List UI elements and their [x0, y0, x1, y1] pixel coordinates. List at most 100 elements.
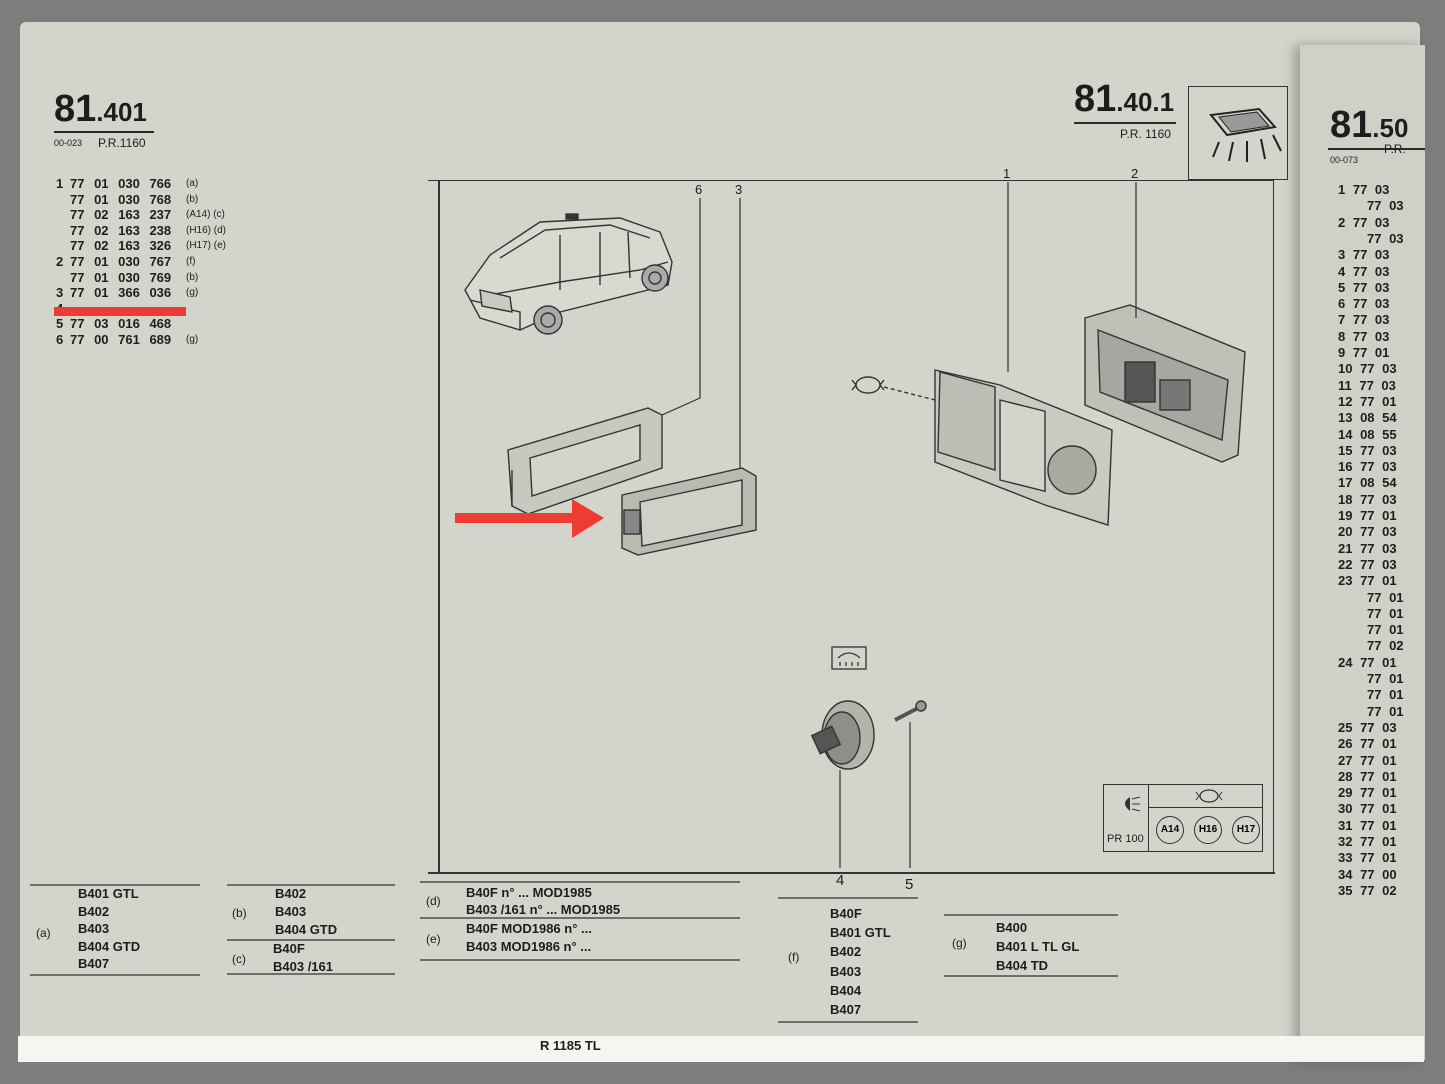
legend_f-row: B40F — [830, 906, 862, 921]
legend_b-row: B404 GTD — [275, 922, 338, 937]
red-highlight-bar — [54, 307, 186, 316]
next-page-entry: 27 77 01 — [1338, 752, 1397, 768]
legend_a-tag: (a) — [36, 926, 51, 940]
legend_a-row: B401 GTL — [78, 886, 139, 901]
next-page-entry: 14 08 55 — [1338, 426, 1397, 442]
legend_d-row: B403 /161 n° ... MOD1985 — [466, 902, 621, 917]
callout-5: 5 — [905, 876, 914, 893]
part-reference: 77 01 030 769 — [70, 269, 172, 285]
next-page-entry: 29 77 01 — [1338, 785, 1397, 801]
legend_a-row: B403 — [78, 921, 110, 936]
part-reference: 77 02 163 238 — [70, 222, 172, 238]
drawing-frame-bottom — [428, 872, 1275, 874]
legend_g-tag: (g) — [952, 936, 967, 950]
part-reference: 77 01 030 766 — [70, 176, 172, 191]
legend_g-row: B404 TD — [996, 958, 1049, 973]
switch-part-4 — [810, 700, 875, 770]
pr-options-box: PR 100 A14 H16 H17 — [1103, 784, 1263, 852]
legend_b-tag: (b) — [232, 906, 247, 920]
right-header-rule — [1074, 122, 1176, 124]
legend_e-row: B40F MOD1986 n° ... — [466, 921, 592, 936]
next-page-entry: 7 77 03 — [1338, 312, 1390, 328]
next-page-entry: 30 77 01 — [1338, 801, 1397, 817]
legend_c-tag: (c) — [232, 952, 246, 966]
part-note: (H16) (d) — [186, 224, 227, 236]
part-reference: 77 02 163 326 — [70, 238, 172, 254]
next-page-entry: 26 77 01 — [1338, 736, 1397, 752]
callout-6: 6 — [695, 182, 703, 197]
catalog-page — [20, 22, 1420, 1062]
callout-2: 2 — [1131, 166, 1139, 181]
next-page-entry: 6 77 03 — [1338, 296, 1390, 312]
next-page-entry: 18 77 03 — [1338, 491, 1397, 507]
code-h17: H17 — [1232, 816, 1260, 844]
left-header-rule — [54, 131, 154, 133]
next-page-entry: 77 01 — [1367, 605, 1404, 621]
next-page-entry: 77 01 — [1367, 622, 1404, 638]
lamp-body-part-1 — [934, 369, 1113, 526]
bulb-small-icon — [1195, 789, 1223, 803]
callout-1: 1 — [1003, 166, 1011, 181]
next-page-entry: 19 77 01 — [1338, 508, 1397, 523]
part-number: 6 — [56, 332, 64, 347]
part-note: (g) — [186, 334, 199, 345]
legend_a-row: B407 — [78, 956, 110, 971]
next-page-entry: 9 77 01 — [1338, 345, 1390, 360]
part-note: (g) — [186, 287, 199, 299]
next-page-entry: 11 77 03 — [1338, 377, 1396, 393]
drawing-frame-left — [438, 180, 440, 872]
lamp-lens-part-3 — [621, 467, 757, 556]
next-page-entry: 28 77 01 — [1338, 768, 1397, 784]
next-page-entry: 77 01 — [1367, 687, 1404, 703]
next-page-entry: 34 77 00 — [1338, 866, 1397, 882]
next-page-entry: 1 77 03 — [1338, 182, 1390, 197]
callout-4: 4 — [836, 872, 845, 889]
next-header-code: 00-073 — [1330, 155, 1359, 165]
next-page-entry: 33 77 01 — [1338, 850, 1397, 866]
next-page-entry: 77 02 — [1367, 638, 1404, 654]
small-lamp-icon — [831, 646, 867, 670]
screw-part-5 — [894, 700, 927, 722]
part-reference: 77 02 163 237 — [70, 207, 172, 223]
part-reference: 77 01 030 768 — [70, 191, 172, 207]
legend_f-tag: (f) — [788, 950, 800, 964]
legend_c-row: B40F — [273, 941, 305, 956]
part-number: 2 — [56, 254, 64, 269]
next-page — [1300, 45, 1425, 1060]
page-edge — [18, 1036, 1424, 1062]
next-page-entry: 15 77 03 — [1338, 442, 1397, 458]
next-page-entry: 77 03 — [1367, 230, 1404, 246]
part-note: (b) — [186, 193, 199, 205]
legend_b-row: B402 — [275, 886, 307, 901]
part-note: (H17) (e) — [186, 240, 227, 252]
code-a14: A14 — [1156, 816, 1184, 844]
part-number: 5 — [56, 316, 64, 332]
next-page-entry: 35 77 02 — [1338, 882, 1397, 898]
code-h16: H16 — [1194, 816, 1222, 844]
next-page-entry: 5 77 03 — [1338, 279, 1390, 295]
legend_f-row: B401 GTL — [830, 925, 891, 941]
next-page-entry: 77 01 — [1367, 703, 1404, 719]
next-page-entry: 21 77 03 — [1338, 540, 1397, 556]
part-reference: 77 01 366 036 — [70, 285, 172, 301]
next-page-entry: 13 08 54 — [1338, 410, 1397, 426]
next-page-entry: 20 77 03 — [1338, 524, 1397, 540]
legend_b-row: B403 — [275, 904, 307, 919]
pr-label: PR 100 — [1107, 833, 1144, 845]
next-page-entry: 17 08 54 — [1338, 475, 1397, 491]
next-header-pr: P.R. — [1384, 142, 1406, 156]
left-header-code: 00-023 — [54, 138, 83, 148]
next-page-entry: 31 77 01 — [1338, 817, 1397, 833]
car-illustration — [464, 213, 673, 335]
legend-rules — [30, 881, 1118, 1023]
legend_d-row: B40F n° ... MOD1985 — [466, 885, 592, 900]
next-page-entry: 4 77 03 — [1338, 263, 1390, 279]
part-number: 3 — [56, 285, 64, 301]
legend_f-row: B404 — [830, 982, 862, 998]
legend_g-row: B400 — [996, 920, 1028, 935]
part-reference: 77 01 030 767 — [70, 254, 172, 269]
left-page-number: 81.401 — [54, 88, 147, 130]
next-page-entry: 77 01 — [1367, 671, 1404, 686]
left-header-pr: P.R.1160 — [98, 136, 146, 150]
next-page-entry: 10 77 03 — [1338, 361, 1397, 377]
